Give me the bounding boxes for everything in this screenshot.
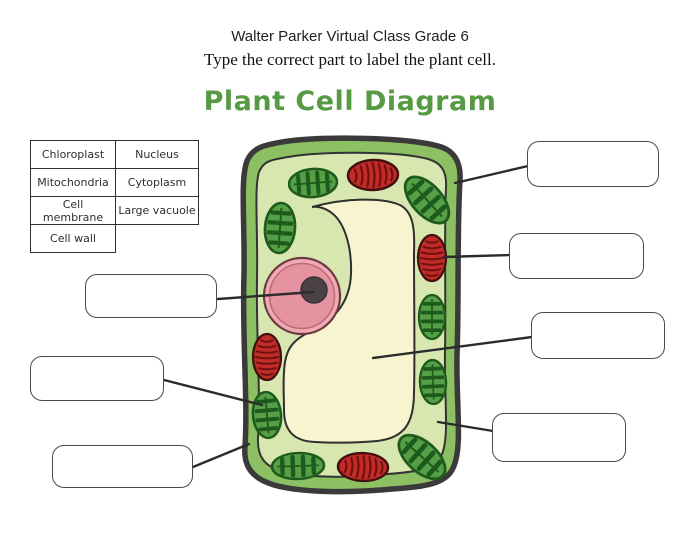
word-bank-term: Nucleus xyxy=(115,140,199,169)
leader-line xyxy=(371,335,534,360)
nucleus-illustration xyxy=(262,256,342,336)
leader-line xyxy=(453,164,530,185)
answer-box-right-lower[interactable] xyxy=(492,413,626,462)
word-bank-term: Cell membrane xyxy=(30,196,116,225)
diagram-title: Plant Cell Diagram xyxy=(203,86,497,117)
word-bank-term: Large vacuole xyxy=(115,196,199,225)
word-bank-term: Mitochondria xyxy=(30,168,116,197)
leader-line xyxy=(436,420,495,433)
leader-line xyxy=(162,378,264,407)
answer-box-left-upper[interactable] xyxy=(85,274,217,318)
answer-box-left-lower[interactable] xyxy=(52,445,193,488)
nucleolus-illustration xyxy=(300,276,328,304)
word-bank-table: Chloroplast Nucleus Mitochondria Cytopla… xyxy=(30,140,199,253)
word-bank-row: Cell membrane Large vacuole xyxy=(30,196,199,225)
word-bank-row: Mitochondria Cytoplasm xyxy=(30,168,199,197)
leader-line xyxy=(191,442,251,469)
word-bank-term: Chloroplast xyxy=(30,140,116,169)
class-title: Walter Parker Virtual Class Grade 6 xyxy=(231,28,469,45)
word-bank-row: Cell wall xyxy=(30,224,199,253)
answer-box-right-upper[interactable] xyxy=(509,233,644,279)
answer-box-top-right[interactable] xyxy=(527,141,659,187)
word-bank-row: Chloroplast Nucleus xyxy=(30,140,199,169)
leader-line xyxy=(216,290,315,301)
word-bank-term: Cytoplasm xyxy=(115,168,199,197)
instruction-text: Type the correct part to label the plant… xyxy=(204,50,496,69)
vacuole-shape xyxy=(282,198,416,444)
answer-box-left-middle[interactable] xyxy=(30,356,164,401)
leader-line xyxy=(442,253,512,259)
answer-box-right-middle[interactable] xyxy=(531,312,665,359)
word-bank-term: Cell wall xyxy=(30,224,116,253)
leader-lines xyxy=(162,164,534,469)
